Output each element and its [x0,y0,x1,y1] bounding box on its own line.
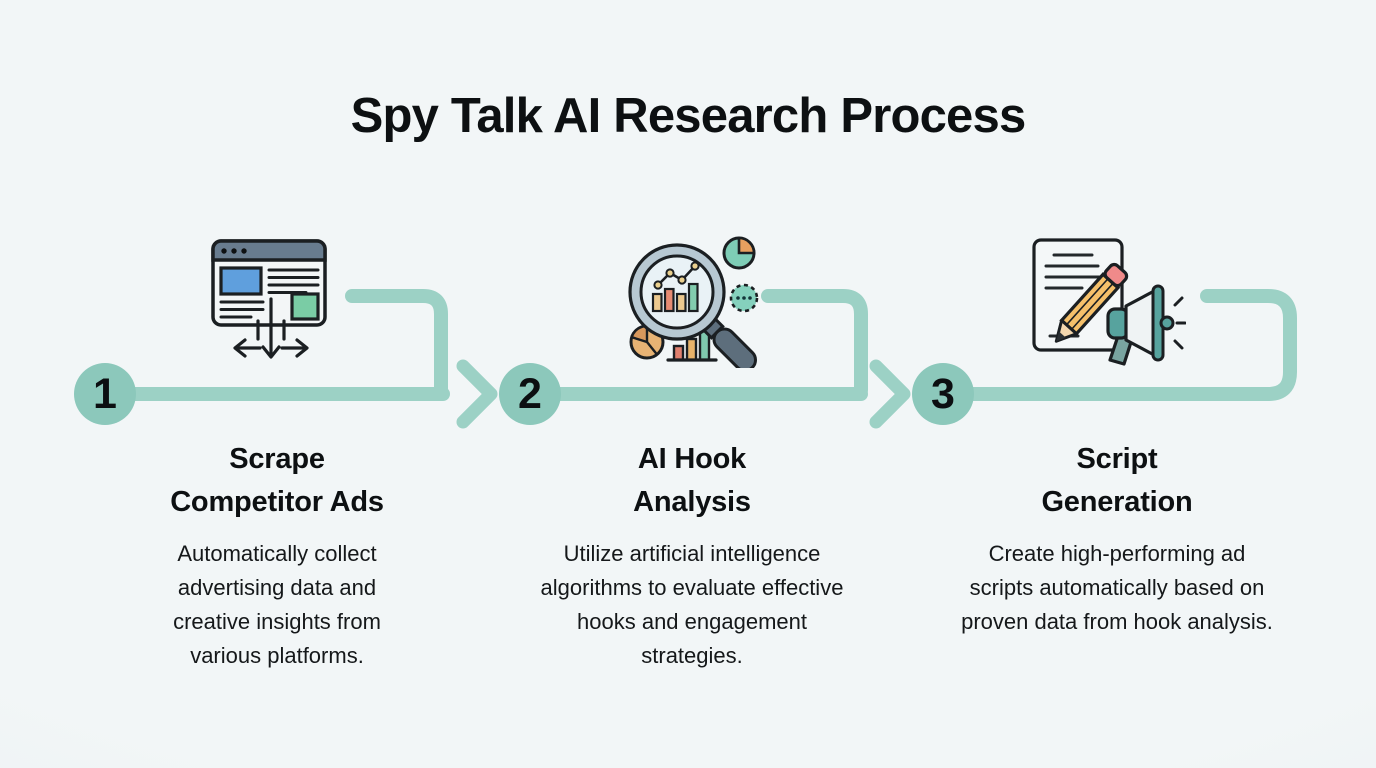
connector-line-3 [936,289,1297,401]
step-1-description: Automatically collect advertising data a… [173,541,381,668]
script-megaphone-icon [1032,238,1186,366]
magnifier-glass [628,243,758,368]
step-2-number: 2 [518,369,542,418]
main-title: Spy Talk AI Research Process [350,89,1027,143]
pie-chart-top-icon [722,236,756,270]
arrow-right-icon-1 [456,359,498,429]
megaphone [1106,284,1186,366]
step-1-number-badge: 1 [74,363,136,425]
step-2-title-line-1: AI Hook [637,443,747,475]
step-2: AI Hook Analysis Utilize artificial inte… [522,438,862,673]
connector-elbow-1 [345,289,448,397]
step-3: Script Generation Create high-performing… [947,438,1287,639]
connector-elbow-2 [761,289,868,397]
step-3-title: Script Generation [947,438,1287,524]
step-3-title-line-1: Script [1076,443,1158,475]
dashed-dots-bubble-icon [729,283,759,313]
step-1-title-line-1: Scrape [229,443,325,475]
step-2-description: Utilize artificial intelligence algorith… [540,541,844,668]
step-2-title: AI Hook Analysis [522,438,862,524]
extract-arrows [233,297,309,359]
pencil [1054,262,1129,343]
magnifier-analytics-icon [628,236,759,368]
step-2-title-line-2: Analysis [633,486,751,518]
step-1: Scrape Competitor Ads Automatically coll… [107,438,447,673]
mini-bar-chart-icon [666,327,718,362]
lens-line-chart [653,261,700,290]
arrow-right-icon-2 [869,359,911,429]
step-3-title-line-2: Generation [1041,486,1193,518]
step-3-number-badge: 3 [912,363,974,425]
magnifier-handle [700,315,758,368]
browser-data-scrape-icon [211,239,327,359]
step-1-number: 1 [93,369,117,418]
step-2-number-badge: 2 [499,363,561,425]
browser-window [211,239,327,327]
lens-bar-chart [651,282,699,313]
step-3-description: Create high-performing ad scripts automa… [961,541,1273,634]
sound-lines [1173,296,1186,350]
step-1-title: Scrape Competitor Ads [107,438,447,524]
step-3-number: 3 [931,369,955,418]
step-1-title-line-2: Competitor Ads [170,486,384,518]
